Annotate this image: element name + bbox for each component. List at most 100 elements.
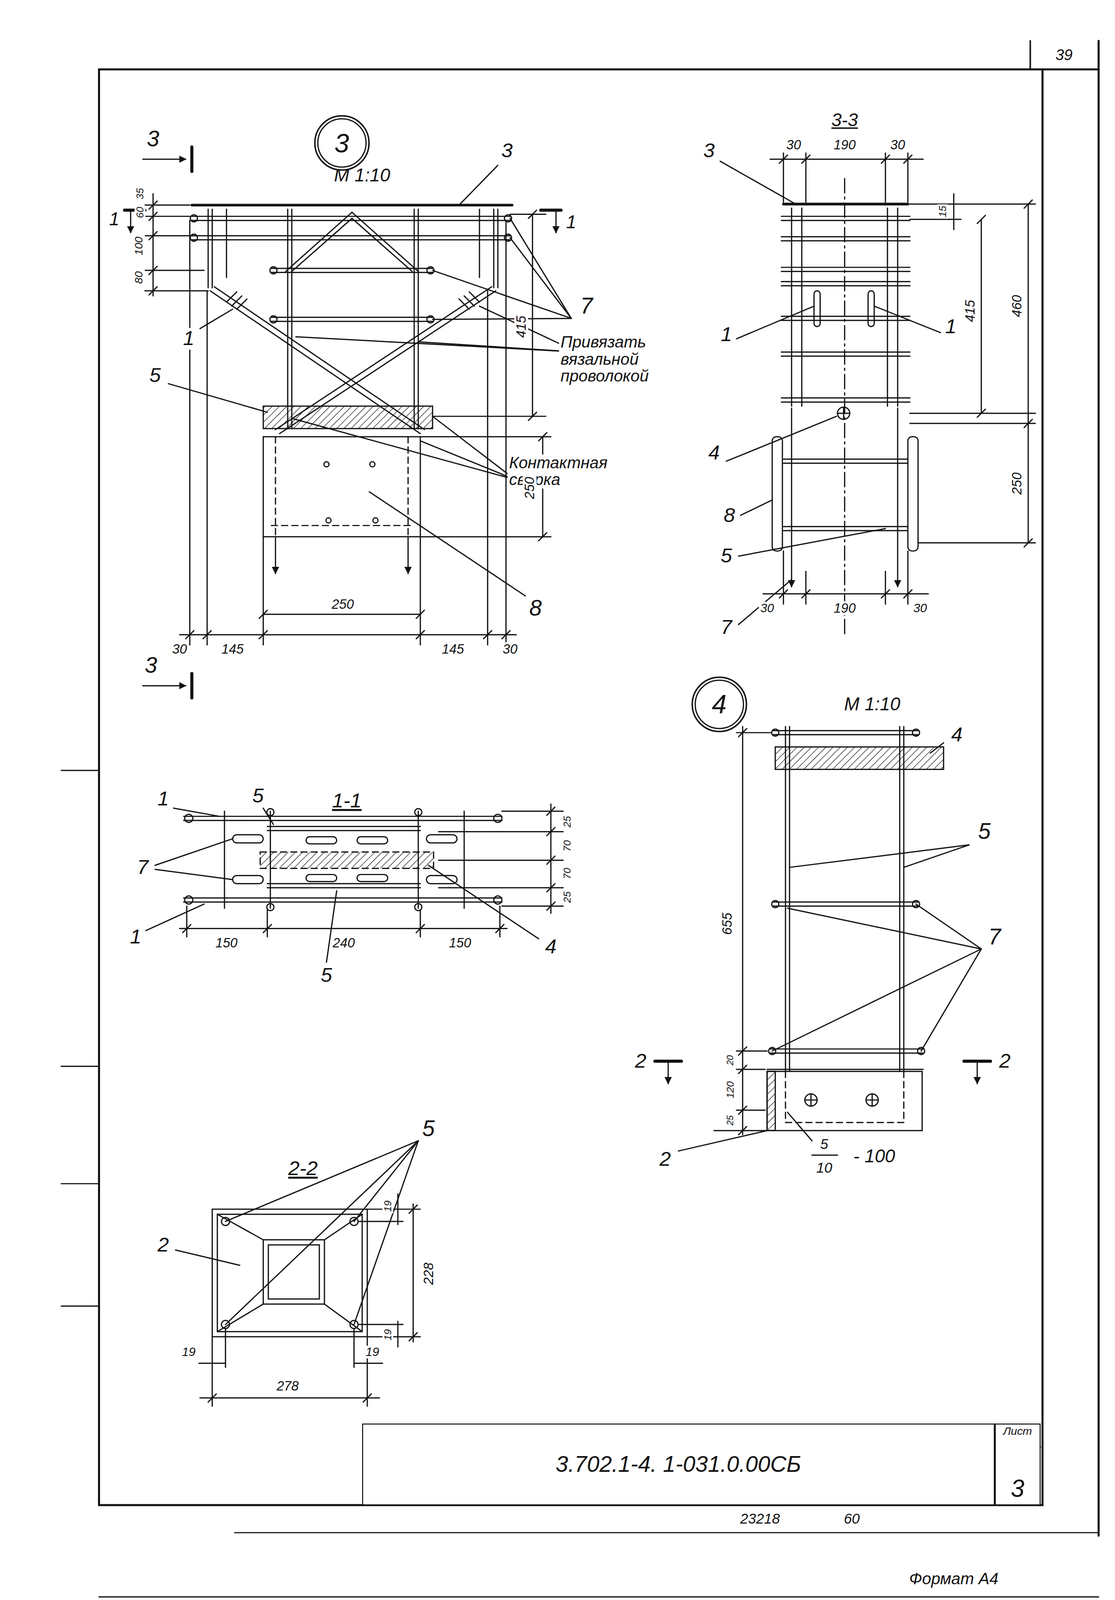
- drawing-line: [225, 1140, 419, 1221]
- drawing-line: [546, 855, 556, 865]
- callout-number: 1: [181, 328, 197, 350]
- drawing-line: [182, 924, 192, 933]
- drawing-line: [416, 630, 425, 639]
- drawing-line: [767, 1068, 924, 1070]
- drawing-line: [781, 397, 911, 399]
- dimension-value: 30: [501, 641, 519, 656]
- drawing-line: [428, 864, 540, 939]
- dimension-value: 70: [561, 838, 573, 853]
- drawing-line: [144, 290, 208, 292]
- drawing-line: [223, 810, 225, 909]
- drawing-line: [783, 525, 909, 527]
- drawing-line: [801, 155, 811, 164]
- drawing-line: [493, 208, 495, 288]
- rod-section: [323, 461, 329, 467]
- drawing-line: [271, 320, 433, 322]
- drawing-line: [266, 910, 268, 937]
- drawing-group: [61, 0, 1115, 1597]
- drawing-line: [420, 436, 551, 438]
- callout-number: 7: [578, 294, 595, 318]
- dimension-value: 415: [963, 298, 978, 324]
- dimension-value: 150: [213, 935, 239, 950]
- drawing-line: [781, 351, 911, 353]
- drawing-line: [781, 280, 911, 282]
- drawing-line: [61, 1305, 100, 1307]
- drawing-line: [783, 462, 909, 464]
- callout-number: 1: [156, 787, 171, 810]
- drawing-outline: [767, 1071, 776, 1131]
- drawing-line: [432, 318, 572, 320]
- drawing-line: [202, 630, 212, 639]
- drawing-line: [1024, 200, 1033, 209]
- section-mark: 1: [107, 209, 122, 230]
- drawing-line: [259, 609, 268, 619]
- rod-section: [771, 900, 779, 908]
- drawing-line: [773, 901, 918, 903]
- drawing-line: [908, 203, 1036, 205]
- drawing-line: [736, 1049, 768, 1051]
- drawing-line: [784, 726, 786, 1072]
- drawing-line: [540, 208, 561, 212]
- drawing-line: [417, 208, 419, 429]
- drawing-line: [785, 1121, 904, 1123]
- drawing-line: [148, 266, 158, 275]
- drawing-line: [781, 239, 911, 241]
- drawing-line: [843, 406, 845, 420]
- drawing-line: [781, 236, 911, 237]
- rod-section: [493, 813, 503, 823]
- drawing-line: [546, 883, 556, 892]
- drawing-line: [359, 1220, 404, 1222]
- drawing-line: [225, 1140, 419, 1324]
- drawing-line: [770, 1047, 924, 1049]
- drawing-line: [903, 155, 913, 164]
- dimension-value: 460: [1010, 293, 1024, 319]
- drawing-line: [191, 203, 512, 206]
- drawing-line: [226, 291, 237, 303]
- drawing-line: [234, 1531, 1099, 1533]
- drawing-line: [910, 422, 1036, 424]
- drawing-line: [546, 806, 556, 815]
- drawing-line: [142, 158, 186, 160]
- rod-section: [414, 903, 422, 911]
- dimension-value: 145: [220, 641, 246, 656]
- callout-number: 7: [135, 856, 150, 878]
- drawing-line: [432, 416, 516, 480]
- drawing-line: [495, 924, 505, 933]
- callout-number: 3: [499, 140, 514, 162]
- drawing-line: [1027, 423, 1029, 543]
- drawing-line: [408, 1332, 418, 1341]
- drawing-line: [1042, 68, 1099, 71]
- drawing-line: [897, 407, 899, 587]
- drawing-outline: [357, 874, 388, 881]
- drawing-line: [179, 927, 508, 929]
- drawing-line: [438, 859, 564, 861]
- drawing-outline: [99, 69, 1043, 1505]
- drawing-line: [61, 1065, 100, 1067]
- dimension-value: 655: [720, 910, 735, 936]
- drawing-line: [179, 633, 517, 635]
- rod-line: [291, 218, 412, 272]
- drawing-line: [903, 844, 969, 868]
- dimension-value: 19: [364, 1345, 381, 1358]
- dimension-value: 30: [912, 601, 929, 615]
- dimension-value: 250: [330, 597, 356, 611]
- rod-section: [326, 517, 332, 523]
- drawing-line: [236, 299, 247, 310]
- drawing-line: [152, 193, 154, 296]
- dimension-value: 100: [133, 235, 145, 257]
- dimension-value: 30: [888, 137, 907, 152]
- drawing-line: [505, 220, 507, 645]
- drawing-line: [267, 882, 421, 884]
- rod-section: [837, 406, 850, 420]
- drawing-line: [438, 830, 564, 832]
- drawing-line: [781, 215, 911, 217]
- drawing-line: [145, 903, 204, 931]
- sheet-info: 23218: [738, 1510, 782, 1526]
- view-number: 4: [711, 689, 727, 718]
- drawing-line: [200, 308, 233, 329]
- drawing-line: [528, 209, 538, 219]
- drawing-outline: [268, 1244, 320, 1299]
- section-mark: 1: [564, 212, 578, 233]
- rod-section: [912, 728, 920, 736]
- view-number-circle: 4: [690, 675, 748, 733]
